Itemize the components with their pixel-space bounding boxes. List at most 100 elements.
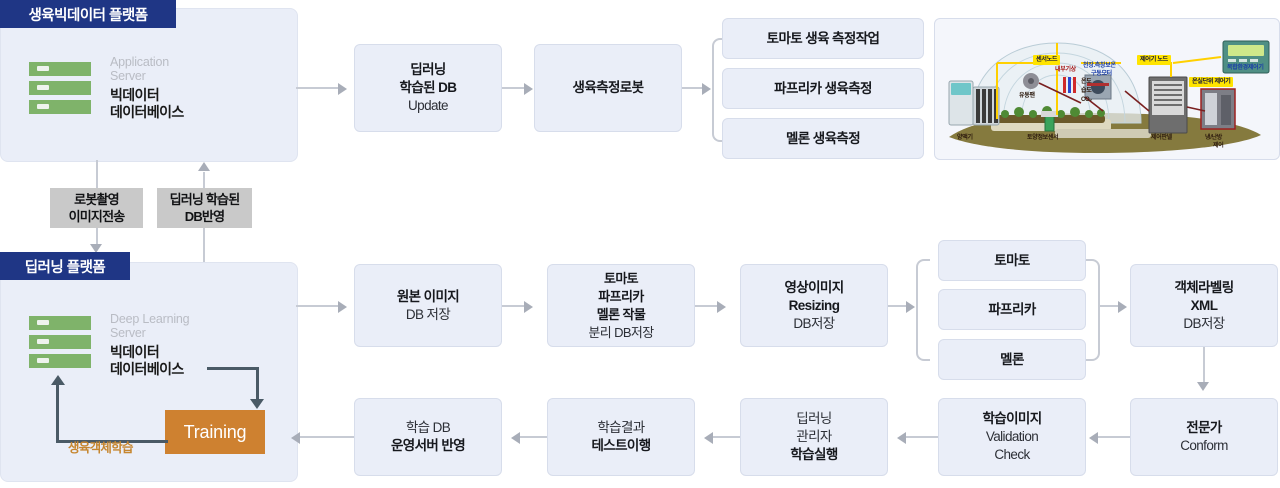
edge-bigdata-to-update: [296, 87, 338, 89]
gh-text-internal-weather: 내부기상: [1055, 67, 1076, 73]
node-original-line2: DB 저장: [405, 306, 451, 322]
top-branch-bracket: [712, 38, 726, 142]
node-crop-paprika[interactable]: 파프리카: [938, 289, 1086, 330]
edge-apply-to-training: [300, 436, 354, 438]
node-tomato-measure[interactable]: 토마토 생육 측정작업: [722, 18, 924, 59]
node-validation-check[interactable]: 학습이미지 Validation Check: [938, 398, 1086, 476]
edge-expert-to-validation-arrow-icon: [1089, 432, 1098, 444]
training-loop-top-line: [207, 367, 259, 370]
deeplearning-server-label: Deep Learning Server 빅데이터 데이터베이스: [110, 312, 290, 378]
edge-dl-to-original-arrow-icon: [338, 301, 347, 313]
dl-server-sub2: Server: [110, 326, 146, 340]
training-loop-right-down: [256, 367, 259, 400]
gh-text-circulation-fan: 유동팬: [1019, 93, 1035, 99]
bigdata-server-main1: 빅데이터: [110, 87, 160, 103]
node-resizing-line1: 영상이미지: [784, 279, 844, 295]
edge-dl-to-original: [296, 305, 338, 307]
bigdata-server-label: Application Server 빅데이터 데이터베이스: [110, 55, 280, 121]
node-split-line4: 분리 DB저장: [588, 324, 654, 340]
gh-text-temperature: 온도: [1081, 79, 1092, 85]
node-melon-measure[interactable]: 멜론 생육측정: [722, 118, 924, 159]
node-crop-melon[interactable]: 멜론: [938, 339, 1086, 380]
edge-branch-to-xml-arrow-icon: [1118, 301, 1127, 313]
edge-test-to-apply: [520, 436, 547, 438]
node-crop-tomato-label: 토마토: [994, 252, 1030, 268]
edge-validation-to-training-exec-arrow-icon: [897, 432, 906, 444]
node-crop-tomato[interactable]: 토마토: [938, 240, 1086, 281]
node-trainexec-line2: 관리자: [796, 429, 832, 444]
edge-original-to-split-arrow-icon: [524, 301, 533, 313]
node-growth-robot[interactable]: 생육측정로봇: [534, 44, 682, 132]
node-original-image-db[interactable]: 원본 이미지 DB 저장: [354, 264, 502, 347]
tag-deeplearning-db-apply: 딥러닝 학습된 DB반영: [157, 188, 252, 228]
gh-text-humidity: 습도: [1081, 88, 1092, 94]
edge-update-to-robot-arrow-icon: [524, 83, 533, 95]
node-resizing-line3: DB저장: [793, 315, 835, 331]
node-training-execute[interactable]: 딥러닝 관리자 학습실행: [740, 398, 888, 476]
gh-text-hvac-line2: 제어: [1213, 143, 1224, 149]
server-rack-icon: [29, 316, 91, 370]
node-deeplearn-db-update[interactable]: 딥러닝 학습된 DB Update: [354, 44, 502, 132]
node-xml-line1: 객체라벨링: [1174, 279, 1234, 295]
gh-text-hvac-line1: 냉/난방: [1205, 135, 1223, 141]
gh-text-soil-sensor: 토양정보센서: [1027, 135, 1059, 141]
node-expert-line1: 전문가: [1186, 420, 1222, 435]
bigdata-server-sub2: Server: [110, 69, 146, 83]
node-split-line1: 토마토: [603, 270, 639, 286]
node-apply-operation-server[interactable]: 학습 DB 운영서버 반영: [354, 398, 502, 476]
node-resizing-line2: Resizing: [788, 297, 840, 313]
node-xml-line3: DB저장: [1183, 315, 1225, 331]
gh-text-drive-motor-line2: 구동모터: [1091, 71, 1112, 77]
bigdata-server-main2: 데이터베이스: [110, 104, 184, 120]
node-trainexec-line3: 학습실행: [790, 447, 838, 462]
node-test-run[interactable]: 학습결과 테스트이행: [547, 398, 695, 476]
node-paprika-measure-label: 파프리카 생육측정: [774, 80, 872, 96]
training-box[interactable]: Training: [165, 410, 265, 454]
edge-branch-to-xml: [1098, 305, 1120, 307]
dl-server-main1: 빅데이터: [110, 344, 160, 360]
edge-xml-to-expert-arrow-icon: [1197, 382, 1209, 391]
node-expert-conform[interactable]: 전문가 Conform: [1130, 398, 1278, 476]
training-loop-down-arrow-icon: [250, 399, 264, 409]
tag-robot-image-transfer: 로봇촬영 이미지전송: [50, 188, 143, 228]
edge-split-to-resizing: [695, 305, 719, 307]
bigdata-to-dl-line-bottom: [96, 228, 98, 245]
bigdata-to-dl-line-top: [96, 160, 98, 188]
node-image-resizing[interactable]: 영상이미지 Resizing DB저장: [740, 264, 888, 347]
edge-xml-to-expert: [1203, 347, 1205, 383]
node-update-line2: 학습된 DB: [399, 80, 458, 95]
edge-trainexec-to-test: [713, 436, 740, 438]
edge-robot-to-branch: [682, 87, 704, 89]
edge-expert-to-validation: [1098, 436, 1130, 438]
node-test-line2: 테스트이행: [591, 438, 651, 453]
node-update-line3: Update: [408, 98, 449, 113]
training-loop-label: 생육객체학습: [68, 441, 134, 455]
training-loop-up-arrow-icon: [51, 375, 65, 385]
node-crop-melon-label: 멜론: [1000, 351, 1024, 367]
training-loop-bottom-line: [56, 440, 168, 443]
node-paprika-measure[interactable]: 파프리카 생육측정: [722, 68, 924, 109]
node-crop-paprika-label: 파프리카: [988, 301, 1036, 317]
edge-split-to-resizing-arrow-icon: [717, 301, 726, 313]
edge-apply-to-training-arrow-icon: [291, 432, 300, 444]
node-robot-label: 생육측정로봇: [572, 80, 645, 95]
gh-text-nutrient-supply: 양액기: [957, 135, 973, 141]
edge-original-to-split: [502, 305, 526, 307]
node-object-labeling-xml[interactable]: 객체라벨링 XML DB저장: [1130, 264, 1278, 347]
edge-resizing-to-branch: [888, 305, 908, 307]
dl-to-bigdata-line-top: [203, 172, 205, 188]
gh-label-controller-node: 제어기 노드: [1137, 55, 1171, 65]
edge-resizing-to-branch-arrow-icon: [906, 301, 915, 313]
node-original-line1: 원본 이미지: [396, 288, 460, 304]
node-split-line3: 멜론 작물: [596, 306, 646, 322]
gh-label-sensor-node: 센서노드: [1033, 55, 1061, 65]
node-trainexec-line1: 딥러닝: [796, 411, 832, 426]
node-validation-line3: Check: [994, 447, 1030, 462]
node-crop-split-db[interactable]: 토마토 파프리카 멜론 작물 분리 DB저장: [547, 264, 695, 347]
server-rack-icon: [29, 62, 91, 116]
gh-text-co2: CO₂: [1081, 97, 1092, 103]
node-split-line2: 파프리카: [598, 288, 644, 304]
platform-bigdata-tag: 생육빅데이터 플랫폼: [0, 0, 176, 28]
dl-to-bigdata-line-bottom: [203, 228, 205, 262]
gh-text-drive-motor-line1: 천장.측창보온: [1083, 63, 1116, 69]
